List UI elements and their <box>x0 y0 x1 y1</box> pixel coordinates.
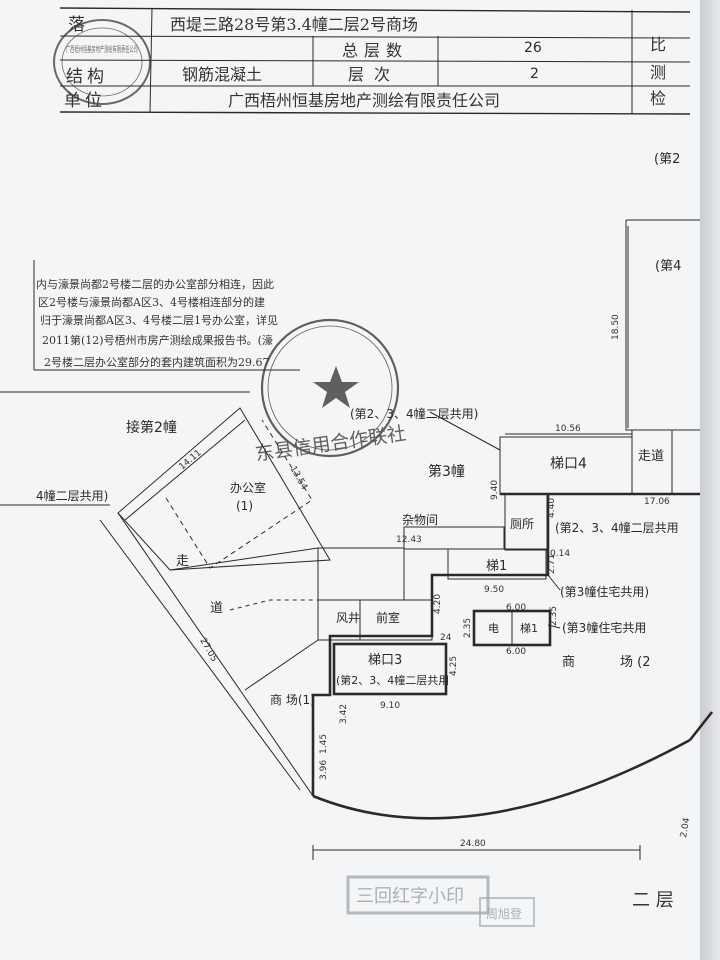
label-res3-a: (第3幢住宅共用) <box>560 584 649 599</box>
label-structure: 结构 <box>66 67 108 87</box>
bottom-stamp-text-2: 周旭登 <box>486 906 522 921</box>
room-elevator: 电 <box>488 622 499 635</box>
document-sheet <box>0 0 700 960</box>
label-corridor-2: 道 <box>210 601 223 616</box>
room-stair1-top: 梯1 <box>486 559 507 574</box>
label-res3-b: (第3幢住宅共用 <box>562 620 646 635</box>
location-value: 西堤三路28号第3.4幢二层2号商场 <box>170 15 418 34</box>
dim-27-05: 27.05 <box>197 637 219 664</box>
header-table <box>59 7 691 115</box>
dim-14-11: 14.11 <box>178 448 204 472</box>
dim-3-96: 3.96 <box>319 760 329 780</box>
dim-2-71: 2.71 <box>547 554 557 574</box>
room-lobby: 前室 <box>376 610 400 625</box>
dim-18-50: 18.50 <box>611 314 621 340</box>
room-stair3: 梯口3 <box>368 653 402 668</box>
label-shared-234-top: (第2、3、4幢二层共用) <box>350 406 478 421</box>
label-shared-234-bottom: (第2、3、4幢二层共用 <box>336 673 449 687</box>
room-toilet: 厕所 <box>510 517 534 531</box>
dim-2-04: 2.04 <box>679 817 692 839</box>
room-mall-1: 商 场(1) <box>270 692 315 707</box>
dim-4-40: 4.40 <box>547 498 557 518</box>
room-office: 办公室 <box>230 480 266 495</box>
bottom-stamp: 三回红字小印 周旭登 <box>346 875 535 927</box>
room-shaft: 风井 <box>336 611 360 625</box>
dim-9-10: 9.10 <box>380 701 400 711</box>
room-stair1-small: 梯1 <box>520 622 538 635</box>
dim-10-56: 10.56 <box>555 424 581 434</box>
note-line-3: 归于濠景尚都A区3、4号楼二层1号办公室，详见 <box>40 313 278 327</box>
label-shared-234-right: (第2、3、4幢二层共用 <box>555 520 679 535</box>
label-floor: 层次 <box>348 65 400 84</box>
floor-label: 二 层 <box>632 890 674 911</box>
label-ratio: 比 <box>650 35 666 54</box>
label-survey: 测 <box>650 63 666 82</box>
room-mall-right: 商 <box>562 655 575 670</box>
dim-4-20: 4.20 <box>433 594 443 614</box>
notes-block: 内与濠景尚都2号楼二层的办公室部分相连，因此 区2号楼与濠景尚都A区3、4号楼相… <box>33 260 300 371</box>
seal-small-text: 广西梧州恒基房地产测绘有限责任公司 <box>66 44 138 54</box>
room-storage: 杂物间 <box>402 513 438 527</box>
plan-lines <box>0 219 714 860</box>
dim-2-35-b: 2.35 <box>549 606 559 626</box>
dim-2-35-a: 2.35 <box>463 618 473 638</box>
dim-0-14: 0.14 <box>550 549 570 559</box>
company-seal-small: 广西梧州恒基房地产测绘有限责任公司 <box>53 19 151 105</box>
label-corridor-1: 走 <box>176 554 189 569</box>
dim-6-00-a: 6.00 <box>506 603 526 613</box>
dim-17-06: 17.06 <box>644 497 670 507</box>
floor-value: 2 <box>530 66 539 82</box>
room-stair4: 梯口4 <box>550 456 587 472</box>
dim-1-45: 1.45 <box>319 734 329 754</box>
label-shared-34-left: 4幢二层共用) <box>36 488 108 503</box>
structure-value: 钢筋混凝土 <box>182 65 262 84</box>
dim-9-40: 9.40 <box>490 480 500 500</box>
unit-value: 广西梧州恒基房地产测绘有限责任公司 <box>228 91 500 110</box>
bottom-stamp-text: 三回红字小印 <box>356 886 464 907</box>
room-office-no: (1) <box>236 499 253 513</box>
dim-12-43: 12.43 <box>396 535 422 545</box>
note-line-4: 2011第(12)号梧州市房产测绘成果报告书。(濠 <box>42 333 273 347</box>
dim-3-42: 3.42 <box>339 704 349 724</box>
label-total-floors: 总层数 <box>342 41 408 60</box>
ref-building2: (第2 <box>654 152 680 167</box>
note-line-2: 区2号楼与濠景尚都A区3、4号楼相连部分的建 <box>38 295 265 309</box>
link-building2: 接第2幢 <box>126 419 177 436</box>
ref-building4: (第4 <box>655 259 681 274</box>
dim-6-00-b: 6.00 <box>506 647 526 657</box>
room-mall-right-2: 场 (2 <box>620 655 650 670</box>
total-floors-value: 26 <box>524 40 542 56</box>
label-building3: 第3幢 <box>428 463 465 480</box>
dim-13-54: 13.54 <box>287 465 309 493</box>
room-walkway: 走道 <box>638 449 664 464</box>
dim-24-80: 24.80 <box>460 839 486 849</box>
dim-4-25: 4.25 <box>449 656 459 676</box>
dim-0-24: 24 <box>440 633 452 643</box>
note-line-1: 内与濠景尚都2号楼二层的办公室部分相连，因此 <box>36 277 274 291</box>
note-line-5: 2号楼二层办公室部分的套内建筑面积为29.67 <box>44 355 270 369</box>
dim-9-50: 9.50 <box>484 585 504 595</box>
label-check: 检 <box>650 89 666 108</box>
